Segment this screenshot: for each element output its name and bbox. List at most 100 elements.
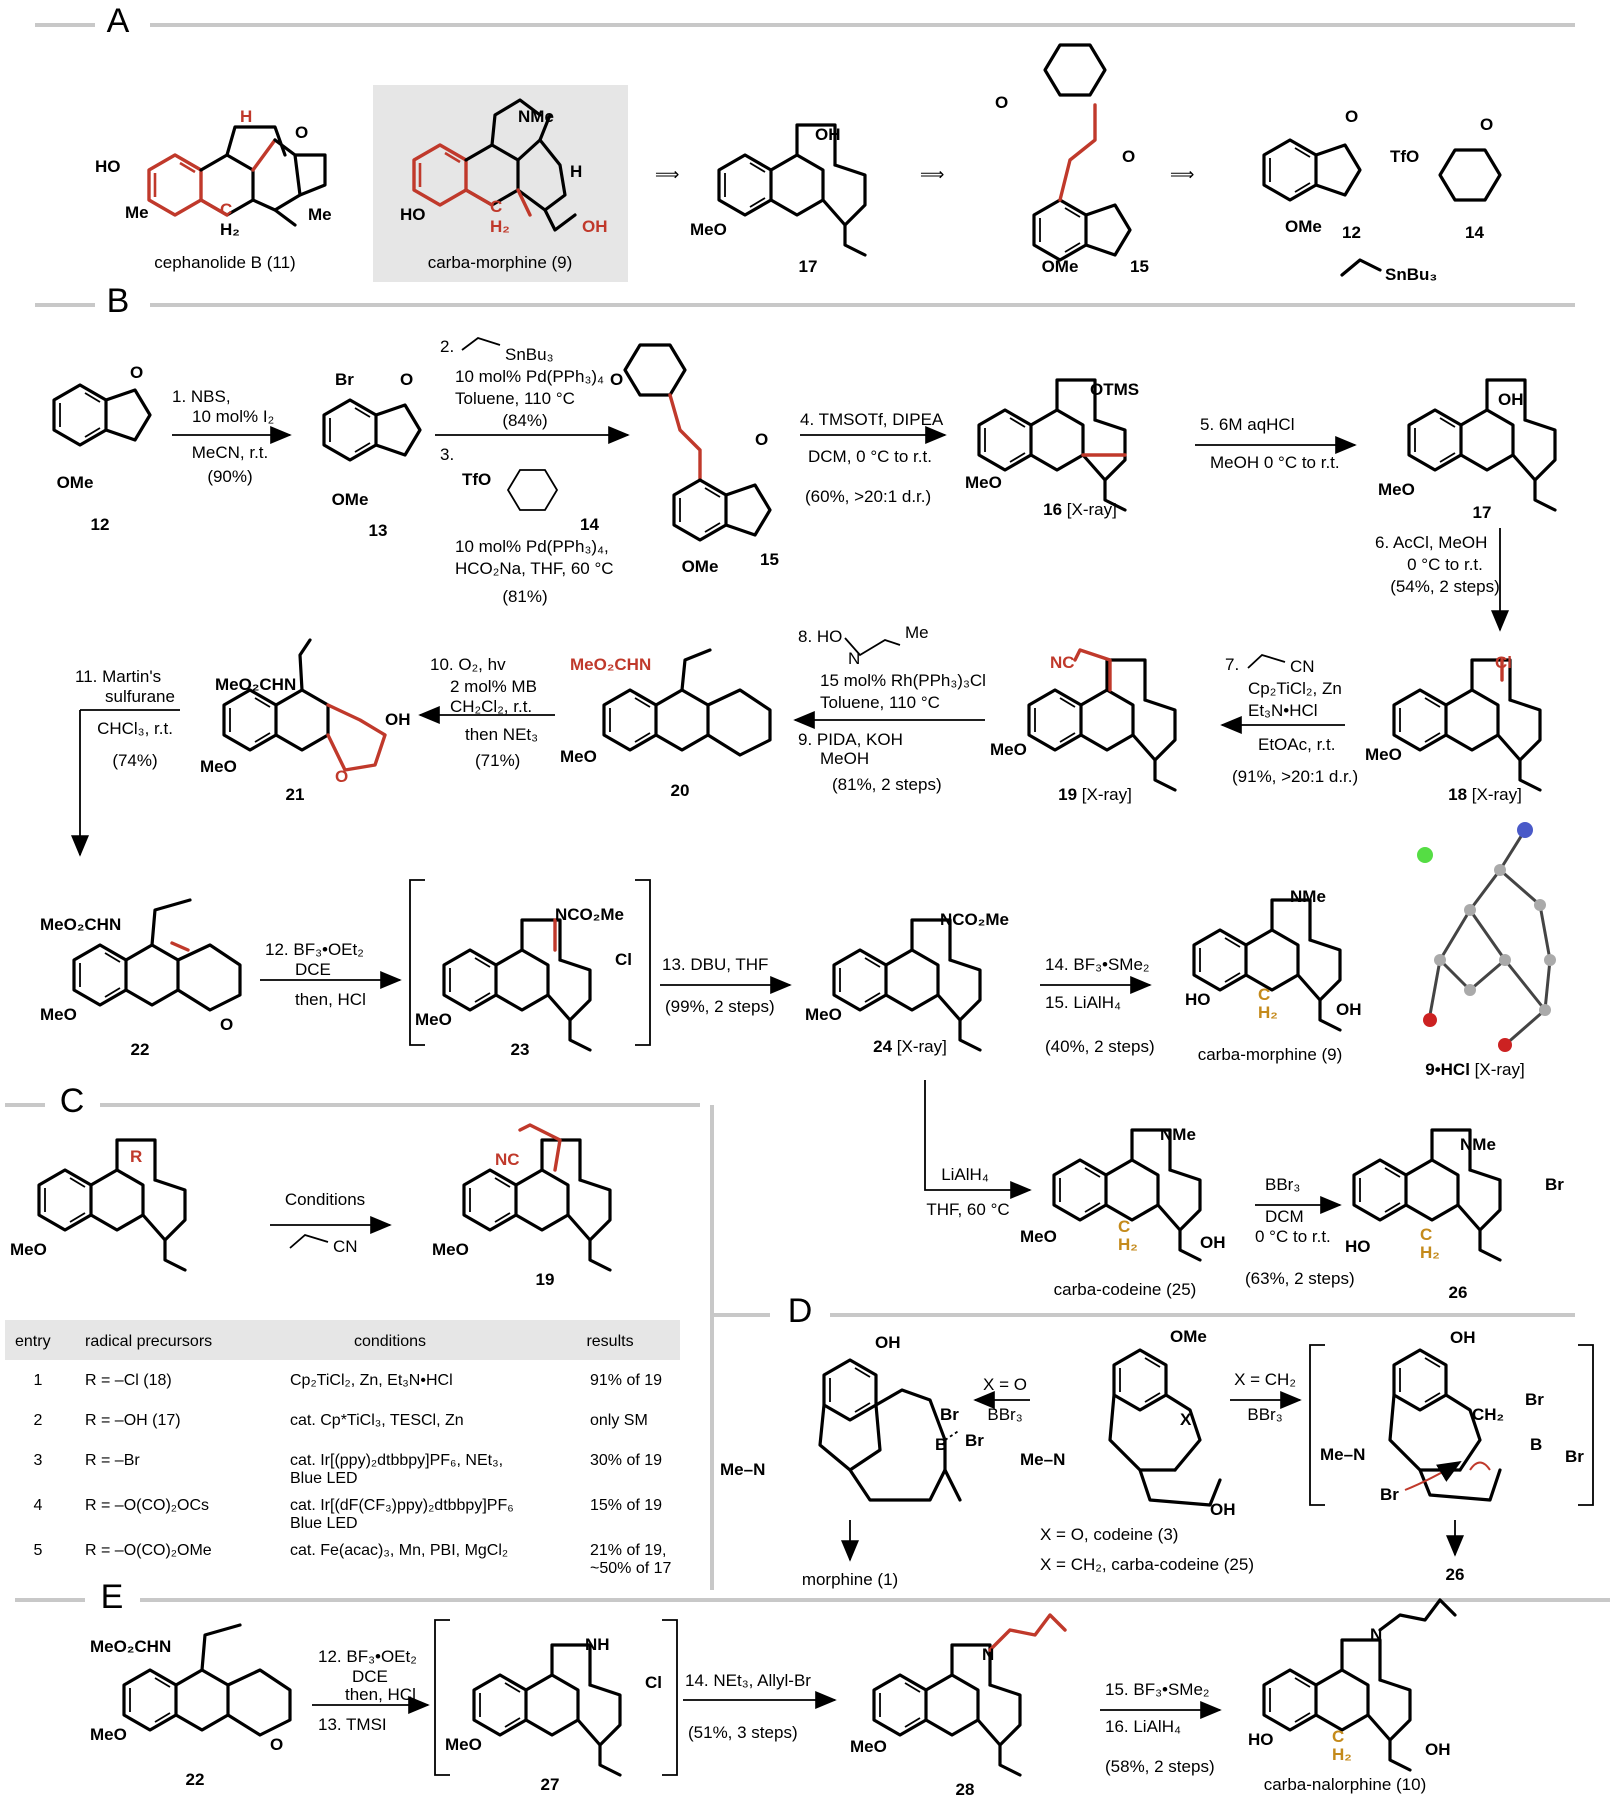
table-cell-precursor: R = –OH (17) — [85, 1412, 181, 1429]
right-cond-line1: X = CH₂ — [1234, 1370, 1296, 1389]
label-N: N — [1370, 1625, 1382, 1644]
step1-line3: MeCN, r.t. — [192, 443, 269, 462]
label-OMe: OMe — [57, 473, 94, 492]
retro-arrow-1: ⟹ — [655, 165, 679, 184]
table-cell-result: 30% of 19 — [590, 1452, 662, 1469]
table-cell-conditions-line2: Blue LED — [290, 1515, 358, 1532]
label-H2b: H₂ — [220, 220, 240, 239]
table-cell-precursor: R = –O(CO)₂OCs — [85, 1497, 209, 1514]
table-header-results: results — [586, 1333, 633, 1350]
label-Br2: Br — [1565, 1447, 1584, 1466]
step10-line3: CH₂Cl₂, r.t. — [450, 697, 532, 716]
label-H2: H₂ — [1258, 1003, 1278, 1022]
codeine-line2: X = CH₂, carba-codeine (25) — [1040, 1555, 1254, 1574]
step1-line1: 1. NBS, — [172, 387, 231, 406]
label-23: 23 — [511, 1040, 530, 1059]
morphine-text: morphine (1) — [802, 1570, 898, 1589]
panelB-cmpd19: NC MeO 19 [X-ray] — [990, 648, 1175, 804]
step14-line2: 15. LiAlH₄ — [1045, 993, 1121, 1012]
label-C: C — [1420, 1225, 1432, 1244]
label-MeN: Me–N — [1320, 1445, 1365, 1464]
label-O: O — [1122, 147, 1135, 166]
step1-line2: 10 mol% I₂ — [192, 407, 274, 426]
table-cell-result: 15% of 19 — [590, 1497, 662, 1514]
step7-cn: CN — [1290, 657, 1315, 676]
label-X: X — [1180, 1410, 1192, 1429]
label-OH: OH — [1450, 1328, 1476, 1347]
label-HO: HO — [1345, 1237, 1371, 1256]
label-O: O — [995, 93, 1008, 112]
label-MeO: MeO — [1365, 745, 1402, 764]
step11-line2: sulfurane — [105, 687, 175, 706]
panelB-cmpd12: O OMe 12 — [52, 363, 152, 534]
label-H2: H₂ — [1420, 1243, 1440, 1262]
panelB-carbamorphine: NMe HO C H₂ OH carba-morphine (9) — [1185, 887, 1362, 1064]
label-Cl: Cl — [645, 1673, 662, 1692]
label-MeO: MeO — [432, 1240, 469, 1259]
label-O: O — [1345, 107, 1358, 126]
bracket-27-right — [662, 1619, 678, 1776]
label-MeO: MeO — [965, 473, 1002, 492]
step12-line2: DCE — [295, 960, 331, 979]
panelC-product19: NC MeO 19 — [432, 1123, 610, 1289]
caption-carbamorphine: carba-morphine (9) — [1198, 1045, 1343, 1064]
label-OTMS: OTMS — [1090, 380, 1139, 399]
bbr3-line3: 0 °C to r.t. — [1255, 1227, 1331, 1246]
label-HO: HO — [95, 157, 121, 176]
label-Me2: Me — [308, 205, 332, 224]
label-17: 17 — [799, 257, 818, 276]
label-NCO2Me: NCO₂Me — [555, 905, 624, 924]
step7-line4: EtOAc, r.t. — [1258, 735, 1335, 754]
label-16: 16 [X-ray] — [1043, 500, 1117, 519]
label-C: C — [490, 197, 502, 216]
step3-tfo: TfO — [462, 470, 491, 489]
step11-line1: 11. Martin's — [75, 667, 161, 686]
label-O: O — [295, 123, 308, 142]
label-OMe: OMe — [1285, 217, 1322, 236]
label-HO: HO — [400, 205, 426, 224]
label-28: 28 — [956, 1780, 975, 1799]
step1-line4: (90%) — [207, 467, 252, 486]
label-17: 17 — [1473, 503, 1492, 522]
label-MeO2CHN: MeO₂CHN — [215, 675, 296, 694]
section-label-E: E — [101, 1578, 124, 1616]
bracket-D-right — [1578, 1344, 1594, 1506]
bracket-D-left — [1309, 1344, 1325, 1506]
bbr3-line2: DCM — [1265, 1207, 1304, 1226]
step10-line2: 2 mol% MB — [450, 677, 537, 696]
step3-yield: (81%) — [502, 587, 547, 606]
label-26: 26 — [1446, 1565, 1465, 1584]
step8-line3: Toluene, 110 °C — [820, 693, 940, 712]
table-cell-conditions: cat. Ir[(ppy)₂dtbbpy]PF₆, NEt₃, — [290, 1452, 503, 1469]
label-OMe: OMe — [1042, 257, 1079, 276]
table-cell-result: 21% of 19, — [590, 1542, 667, 1559]
label-O: O — [220, 1015, 233, 1034]
codeine-line1: X = O, codeine (3) — [1040, 1525, 1178, 1544]
label-OH: OH — [875, 1333, 901, 1352]
caption-morphine: morphine (1) — [802, 1570, 898, 1589]
E-step14-line1: 14. NEt₃, Allyl-Br — [685, 1671, 811, 1690]
E-step15-line2: 16. LiAlH₄ — [1105, 1717, 1181, 1736]
panelB-cmpd20: MeO₂CHN MeO 20 — [560, 648, 772, 800]
panelB-cmpd16: OTMS MeO 16 [X-ray] — [965, 380, 1139, 519]
label-9hcl: 9•HCl [X-ray] — [1425, 1060, 1524, 1079]
table-cell-conditions: cat. Cp*TiCl₃, TESCl, Zn — [290, 1412, 464, 1429]
step9-line2: MeOH — [820, 749, 869, 768]
panelD-intermediate: OH CH₂ Br B Br Me–N Br — [1320, 1328, 1584, 1504]
E-step-line1: 12. BF₃•OEt₂ — [318, 1647, 417, 1666]
section-label-B: B — [107, 282, 130, 320]
table-cell-result: 91% of 19 — [590, 1372, 662, 1389]
panelB-cmpd13: Br O OMe 13 — [322, 370, 422, 540]
panelB-cmpd23: NCO₂Me Cl MeO 23 — [415, 905, 632, 1059]
step11-line3: CHCl₃, r.t. — [97, 719, 173, 738]
label-MeO: MeO — [90, 1725, 127, 1744]
label-15: 15 — [760, 550, 779, 569]
bbr3-line1: BBr₃ — [1265, 1175, 1300, 1194]
label-Br: Br — [1545, 1175, 1564, 1194]
label-O: O — [335, 767, 348, 786]
step5-line2: MeOH 0 °C to r.t. — [1210, 453, 1340, 472]
label-MeO: MeO — [1378, 480, 1415, 499]
left-cond-line2: BBr₃ — [987, 1405, 1022, 1424]
conditions-label: Conditions — [285, 1190, 365, 1209]
